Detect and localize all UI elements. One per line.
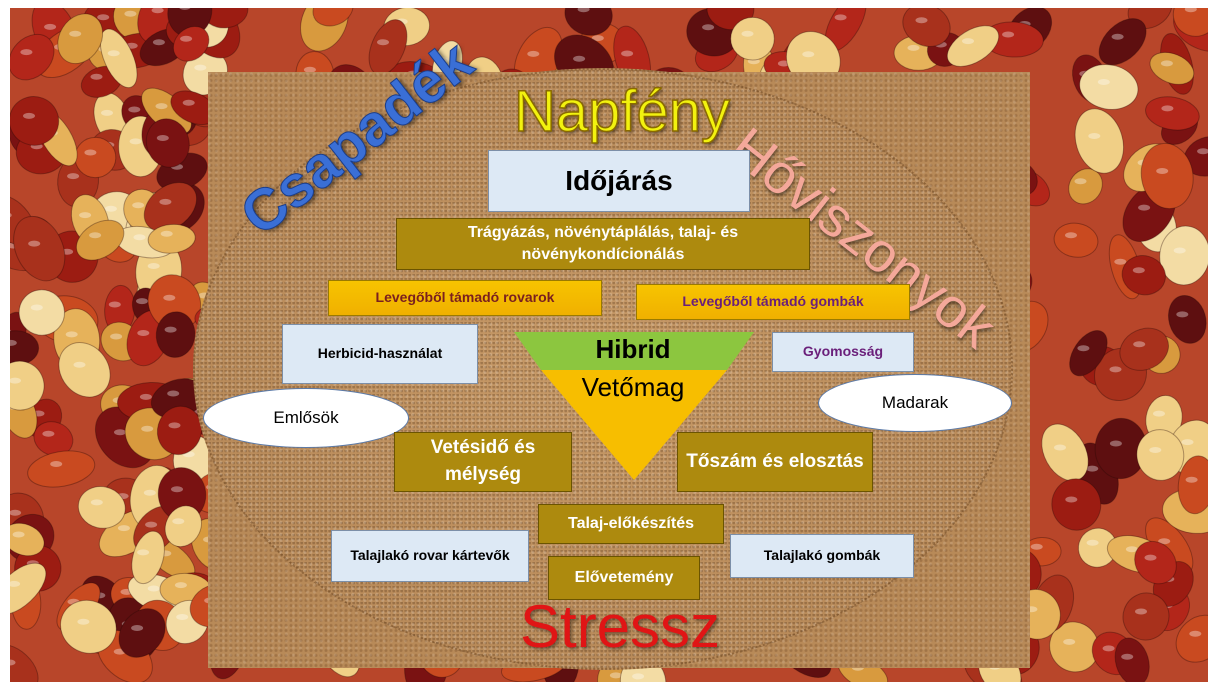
label-vetomag: Vetőmag [560,372,706,403]
box-talajlako-rovar: Talajlakó rovar kártevők [331,530,529,582]
box-vetesido: Vetésidő és mélység [394,432,572,492]
label-hibrid: Hibrid [568,334,698,365]
box-talajlako-gombak: Talajlakó gombák [730,534,914,578]
box-talaj-elokeszites: Talaj-előkészítés [538,504,724,544]
box-toszam: Tőszám és elosztás [677,432,873,492]
box-elovetemeny: Elővetemény [548,556,700,600]
